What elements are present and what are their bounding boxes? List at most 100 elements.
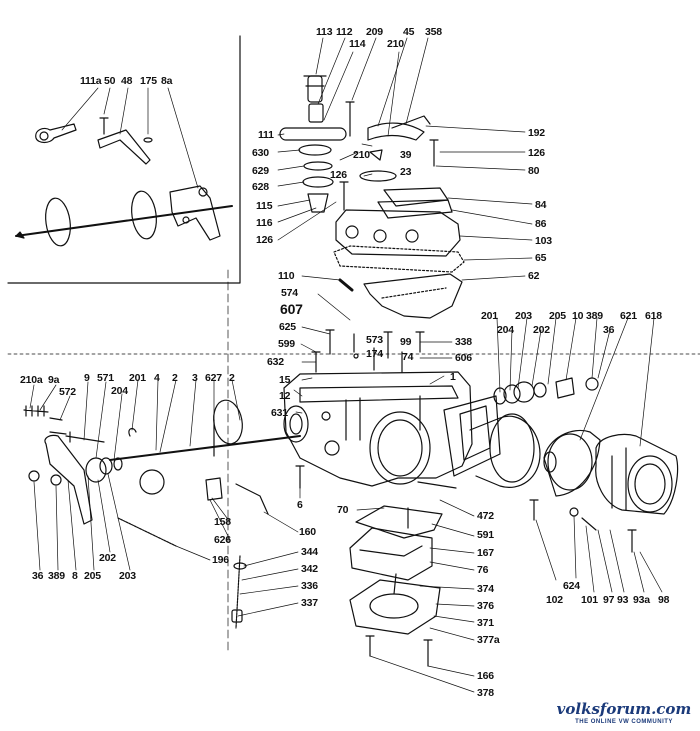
callout-607: 607 <box>280 301 303 317</box>
callout-618: 618 <box>645 310 662 322</box>
callout-103: 103 <box>535 235 552 247</box>
callout-573: 573 <box>366 334 383 346</box>
callout-344: 344 <box>301 546 318 558</box>
callout-627: 627 <box>205 372 222 384</box>
callout-358: 358 <box>425 26 442 38</box>
inset-choke-parts <box>15 117 233 247</box>
callout-166: 166 <box>477 670 494 682</box>
callout-337: 337 <box>301 597 318 609</box>
callout-628: 628 <box>252 181 269 193</box>
callout-116: 116 <box>256 217 273 229</box>
callout-336: 336 <box>301 580 318 592</box>
callout-50: 50 <box>104 75 116 87</box>
callout-167: 167 <box>477 547 494 559</box>
callout-80: 80 <box>528 165 540 177</box>
callout-204-left: 204 <box>111 385 128 397</box>
callout-1: 1 <box>450 371 456 383</box>
callout-175: 175 <box>140 75 157 87</box>
callout-174: 174 <box>366 348 383 360</box>
callout-203-right: 203 <box>515 310 532 322</box>
inset-frame <box>7 35 241 284</box>
callout-74: 74 <box>402 351 414 363</box>
callout-114: 114 <box>349 38 366 50</box>
callout-629: 629 <box>252 165 269 177</box>
callout-374: 374 <box>477 583 494 595</box>
callout-111a: 111a <box>80 75 102 87</box>
callout-65: 65 <box>535 252 547 264</box>
callout-113: 113 <box>316 26 333 38</box>
callout-210a: 210a <box>20 374 43 386</box>
callout-8: 8 <box>72 570 78 582</box>
callout-111: 111 <box>258 129 274 141</box>
callout-630: 630 <box>252 147 269 159</box>
callout-209: 209 <box>366 26 383 38</box>
callout-632: 632 <box>267 356 284 368</box>
callout-389-left: 389 <box>48 570 65 582</box>
callout-36-left: 36 <box>32 570 44 582</box>
callout-160: 160 <box>299 526 316 538</box>
callout-39: 39 <box>400 149 412 161</box>
watermark-logo: volksforum.com THE ONLINE VW COMMUNITY <box>553 700 695 725</box>
callout-571: 571 <box>97 372 114 384</box>
callout-101: 101 <box>581 594 598 606</box>
callout-203-left: 203 <box>119 570 136 582</box>
callout-210-mid: 210 <box>353 149 370 161</box>
callout-338: 338 <box>455 336 472 348</box>
callout-192: 192 <box>528 127 545 139</box>
callout-624: 624 <box>563 580 580 592</box>
callout-377a: 377a <box>477 634 500 646</box>
callout-62: 62 <box>528 270 540 282</box>
callout-201-left: 201 <box>129 372 146 384</box>
callout-86: 86 <box>535 218 547 230</box>
callout-36-right: 36 <box>603 324 615 336</box>
callout-6: 6 <box>297 499 303 511</box>
callout-126-right: 126 <box>528 147 545 159</box>
callout-378: 378 <box>477 687 494 699</box>
callout-621: 621 <box>620 310 637 322</box>
callout-9: 9 <box>84 372 90 384</box>
callout-126-mid: 126 <box>330 169 347 181</box>
callout-2-a: 2 <box>172 372 178 384</box>
callout-4: 4 <box>154 372 160 384</box>
callout-599: 599 <box>278 338 295 350</box>
callout-3: 3 <box>192 372 198 384</box>
callout-201-right: 201 <box>481 310 498 322</box>
callout-205-right: 205 <box>549 310 566 322</box>
callout-45: 45 <box>403 26 415 38</box>
callout-210: 210 <box>387 38 404 50</box>
callout-472: 472 <box>477 510 494 522</box>
carburetor-body <box>283 371 473 487</box>
callout-376: 376 <box>477 600 494 612</box>
callout-389-right: 389 <box>586 310 603 322</box>
throttle-linkage <box>23 399 305 629</box>
callout-12: 12 <box>279 390 291 402</box>
callout-9a: 9a <box>48 374 60 386</box>
watermark-tagline: THE ONLINE VW COMMUNITY <box>575 719 673 725</box>
callout-93: 93 <box>617 594 629 606</box>
watermark-brand: volksforum.com <box>556 700 692 718</box>
callout-205-left: 205 <box>84 570 101 582</box>
callout-371: 371 <box>477 617 494 629</box>
callout-158: 158 <box>214 516 231 528</box>
callout-48: 48 <box>121 75 133 87</box>
callout-126-left: 126 <box>256 234 273 246</box>
callout-625: 625 <box>279 321 296 333</box>
callout-8a: 8a <box>161 75 173 87</box>
callout-110: 110 <box>278 270 295 282</box>
callout-99: 99 <box>400 336 412 348</box>
callout-98: 98 <box>658 594 670 606</box>
callout-102: 102 <box>546 594 563 606</box>
callout-202-right: 202 <box>533 324 550 336</box>
callout-115: 115 <box>256 200 273 212</box>
leader-lines <box>29 37 663 693</box>
callout-112: 112 <box>336 26 353 38</box>
callout-342: 342 <box>301 563 318 575</box>
callout-202-left: 202 <box>99 552 116 564</box>
small-hardware <box>529 499 637 553</box>
callout-84: 84 <box>535 199 547 211</box>
callout-196: 196 <box>212 554 229 566</box>
callout-631: 631 <box>271 407 288 419</box>
callout-626: 626 <box>214 534 231 546</box>
